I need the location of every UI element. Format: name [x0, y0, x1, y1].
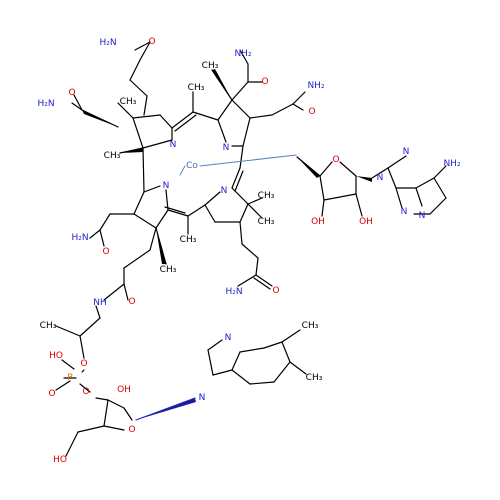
ring-a-nitrogen-label: N — [170, 140, 177, 150]
methyl-d1-label: CH₃ — [160, 265, 177, 275]
amide5-amine-label: H₂N — [71, 233, 88, 243]
benzimidazole-n1-label: N — [199, 393, 206, 403]
adenine-n1-label: N — [419, 211, 426, 221]
methyl-c2-label: CH₃ — [258, 191, 275, 201]
methyl-a2-label: CH₃ — [104, 151, 121, 161]
phosphate-hydroxyl-label: HO — [49, 351, 63, 361]
phosphorus-label: P — [67, 373, 73, 383]
benzimidazole-methyl2-label: CH₃ — [306, 373, 323, 383]
adenine-n9-label: N — [377, 173, 384, 183]
amide2-amine-label: NH₂ — [234, 49, 252, 59]
amide6-oxygen-label: O — [272, 286, 279, 296]
adenine-n7-label: N — [403, 147, 410, 157]
amide6-amine-label: H₂N — [225, 287, 242, 297]
linker-nh-label: NH — [93, 298, 107, 308]
amide4-oxygen-label: O — [68, 88, 75, 98]
adenosine-hydroxyl2-label: OH — [359, 217, 373, 227]
amide1-oxygen-label: O — [148, 37, 155, 47]
ring-b-nitrogen-label: N — [223, 143, 230, 153]
ribose-hydroxyl-label: OH — [117, 385, 131, 395]
methyl-c1-label: CH₃ — [202, 61, 219, 71]
methyl-a1-label: CH₃ — [120, 97, 137, 107]
adenosine-hydroxyl1-label: OH — [311, 217, 325, 227]
ribose-ring-oxygen-label: O — [128, 425, 135, 435]
methyl-c3-label: CH₃ — [258, 217, 275, 227]
bond-skeleton — [55, 41, 447, 457]
adenine-amine-label: NH₂ — [443, 159, 461, 169]
adenosine-ring-oxygen-label: O — [332, 155, 339, 165]
atom-labels: O H₂N O H₂N NH₂ O NH₂ O CH₃ CH₃ CH₃ CH₃ … — [37, 37, 461, 465]
phosphate-ester-oxygen-label: O — [82, 387, 89, 397]
methyl-link-label: CH₃ — [40, 321, 57, 331]
methyl-bridge2-label: CH₃ — [180, 235, 197, 245]
amide3-oxygen-label: O — [308, 107, 315, 117]
ribose-ch2oh-label: HO — [53, 455, 67, 465]
amide3-amine-label: NH₂ — [307, 81, 325, 91]
benzimidazole-methyl1-label: CH₃ — [302, 321, 319, 331]
phosphate-top-oxygen-label: O — [80, 359, 87, 369]
stereo-wedges — [82, 69, 372, 420]
amide4-amine-label: H₂N — [37, 99, 54, 109]
phosphate-double-oxygen-label: O — [48, 389, 55, 399]
cobalt-label: Co — [186, 161, 198, 171]
amide2-oxygen-label: O — [261, 77, 268, 87]
linker-carbonyl-label: O — [128, 297, 135, 307]
benzimidazole-n3-label: N — [225, 333, 232, 343]
ring-c-nitrogen-label: N — [221, 186, 228, 196]
ring-d-nitrogen-label: N — [163, 181, 170, 191]
adenine-n3-label: N — [401, 207, 408, 217]
amide1-amine-label: H₂N — [99, 38, 116, 48]
methyl-bridge1-label: CH₃ — [188, 83, 205, 93]
amide5-oxygen-label: O — [102, 247, 109, 257]
